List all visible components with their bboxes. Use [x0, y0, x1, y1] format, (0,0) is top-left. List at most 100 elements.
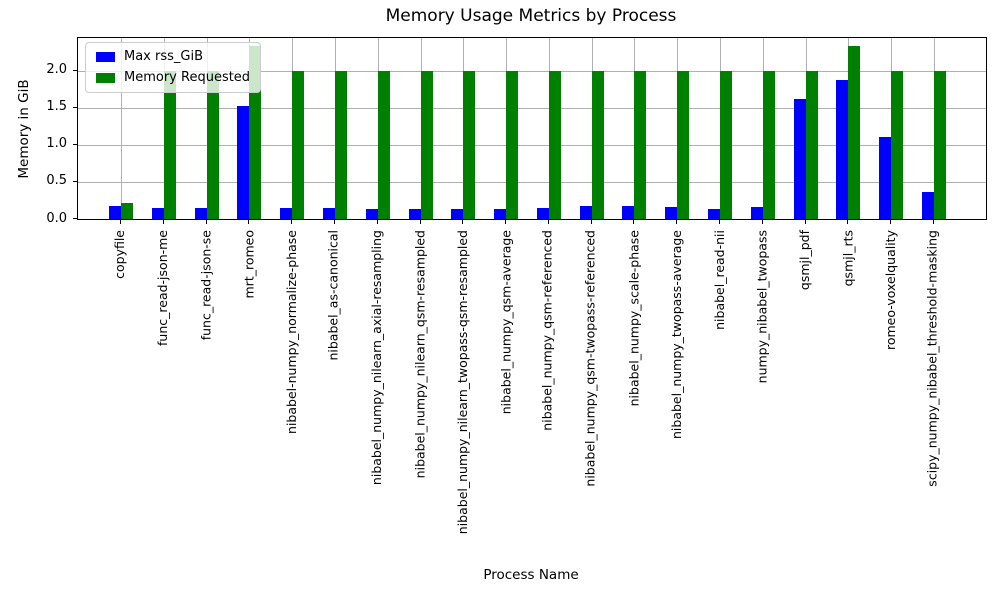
bar-memory-requested	[634, 71, 646, 219]
x-tick	[206, 220, 207, 224]
bar-max-rss	[323, 208, 335, 219]
bar-max-rss	[879, 137, 891, 219]
bar-max-rss	[409, 209, 421, 219]
x-tick-label: nibabel_numpy_qsm-twopass-referenced	[583, 230, 598, 487]
x-tick	[719, 220, 720, 224]
x-tick-label: nibabel_as-canonical	[326, 230, 341, 361]
legend-label-max-rss: Max rss_GiB	[124, 49, 204, 64]
x-tick-label: nibabel_numpy_twopass-average	[669, 230, 684, 440]
bar-memory-requested	[891, 71, 903, 219]
bar-max-rss	[665, 207, 677, 219]
bar-memory-requested	[763, 71, 775, 219]
y-tick	[73, 107, 77, 108]
bar-memory-requested	[720, 71, 732, 219]
bar-max-rss	[494, 209, 506, 219]
bar-memory-requested	[421, 71, 433, 219]
x-tick	[847, 220, 848, 224]
legend-swatch-blue	[96, 52, 115, 62]
x-tick-label: nibabel_numpy_nilearn_qsm-resampled	[412, 230, 427, 479]
x-tick-label: numpy_nibabel_twopass	[754, 230, 769, 384]
x-tick	[163, 220, 164, 224]
bar-max-rss	[280, 208, 292, 219]
bar-memory-requested	[207, 71, 219, 219]
bar-max-rss	[622, 206, 634, 219]
h-gridline	[78, 71, 986, 72]
bar-max-rss	[794, 99, 806, 219]
x-tick-label: nibabel_numpy_scale-phase	[626, 230, 641, 407]
y-tick-label: 2.0	[46, 62, 67, 77]
y-tick-label: 1.5	[46, 99, 67, 114]
legend-item-max-rss: Max rss_GiB	[96, 50, 250, 64]
chart-title: Memory Usage Metrics by Process	[385, 6, 677, 26]
x-tick	[676, 220, 677, 224]
x-tick-label: copyfile	[112, 230, 127, 279]
x-tick-label: mrt_romeo	[241, 230, 256, 299]
x-tick	[462, 220, 463, 224]
bar-max-rss	[109, 206, 121, 219]
h-gridline	[78, 108, 986, 109]
bar-max-rss	[366, 209, 378, 219]
legend-item-memory-requested: Memory Requested	[96, 71, 250, 85]
bar-memory-requested	[463, 71, 475, 219]
x-tick-label: func_read-json-me	[155, 230, 170, 346]
x-tick	[291, 220, 292, 224]
legend-label-memory-requested: Memory Requested	[124, 70, 251, 85]
bar-memory-requested	[806, 71, 818, 219]
bar-max-rss	[751, 207, 763, 219]
x-tick-label: nibabel-numpy_normalize-phase	[284, 230, 299, 434]
x-axis-label: Process Name	[483, 567, 579, 583]
bar-memory-requested	[121, 203, 133, 219]
bar-max-rss	[836, 80, 848, 219]
bar-memory-requested	[592, 71, 604, 219]
bar-max-rss	[922, 192, 934, 219]
h-gridline	[78, 145, 986, 146]
bar-memory-requested	[506, 71, 518, 219]
legend-swatch-green	[96, 73, 115, 83]
bar-max-rss	[580, 206, 592, 219]
x-tick	[334, 220, 335, 224]
x-tick	[762, 220, 763, 224]
x-tick-label: nibabel_numpy_nilearn_twopass-qsm-resamp…	[455, 230, 470, 535]
x-tick	[420, 220, 421, 224]
x-tick	[548, 220, 549, 224]
x-tick-label: romeo-voxelquality	[883, 230, 898, 351]
x-tick-label: func_read-json-se	[198, 230, 213, 341]
x-tick	[120, 220, 121, 224]
y-tick-label: 1.0	[46, 136, 67, 151]
x-tick	[633, 220, 634, 224]
y-tick-label: 0.5	[46, 173, 67, 188]
x-tick-label: qsmjl_pdf	[797, 230, 812, 291]
x-tick	[377, 220, 378, 224]
y-tick	[73, 181, 77, 182]
x-tick-label: nibabel_numpy_qsm-referenced	[540, 230, 555, 431]
bar-memory-requested	[677, 71, 689, 219]
bar-memory-requested	[335, 71, 347, 219]
x-tick-label: nibabel_numpy_qsm-average	[498, 230, 513, 415]
y-tick	[73, 218, 77, 219]
bar-max-rss	[237, 106, 249, 219]
bar-memory-requested	[549, 71, 561, 219]
x-tick-label: qsmjl_rts	[840, 230, 855, 287]
bar-memory-requested	[934, 71, 946, 219]
bar-max-rss	[451, 209, 463, 219]
x-tick	[591, 220, 592, 224]
y-tick	[73, 144, 77, 145]
x-tick-label: scipy_numpy_nibabel_threshold-masking	[925, 230, 940, 487]
x-tick	[805, 220, 806, 224]
y-tick-label: 0.0	[46, 211, 67, 226]
bar-memory-requested	[164, 71, 176, 219]
bar-memory-requested	[378, 71, 390, 219]
bar-memory-requested	[292, 71, 304, 219]
y-tick	[73, 70, 77, 71]
x-tick	[505, 220, 506, 224]
x-tick	[890, 220, 891, 224]
x-tick	[248, 220, 249, 224]
x-tick	[933, 220, 934, 224]
x-tick-label: nibabel_read-nii	[712, 230, 727, 330]
bar-max-rss	[152, 208, 164, 219]
bar-max-rss	[708, 209, 720, 219]
bar-max-rss	[537, 208, 549, 219]
y-axis-label: Memory in GiB	[16, 79, 32, 179]
h-gridline	[78, 182, 986, 183]
